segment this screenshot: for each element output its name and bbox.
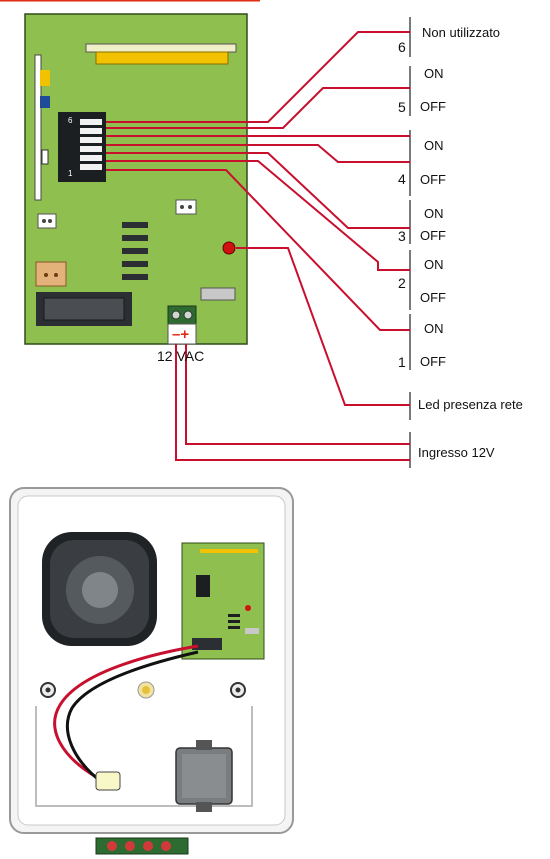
- switch-2-on: ON: [424, 257, 444, 272]
- dip-wires: [106, 31, 410, 331]
- switch-3-number: 3: [398, 228, 406, 244]
- terminal-strip: [95, 837, 189, 855]
- ic-chip: [122, 222, 148, 280]
- orange-connector: [35, 261, 67, 287]
- switch-1-off: OFF: [420, 354, 446, 369]
- switch-4-number: 4: [398, 171, 406, 187]
- device-wire-red: [53, 644, 199, 780]
- led-wire: [236, 247, 410, 406]
- switch-6-number: 6: [398, 39, 406, 55]
- dip-label-top: 6: [68, 116, 73, 125]
- wire-connector: [95, 771, 121, 791]
- switch-5-off: OFF: [420, 99, 446, 114]
- led-label: Led presenza rete: [418, 397, 523, 412]
- power-voltage-label: 12 VAC: [157, 348, 205, 364]
- switch-4-off: OFF: [420, 172, 446, 187]
- top-connector: [85, 43, 237, 53]
- speaker: [42, 532, 157, 646]
- switch-3-off: OFF: [420, 228, 446, 243]
- dip-switch-levers: [80, 119, 102, 170]
- edge-strip: [34, 54, 42, 201]
- buzzer: [175, 740, 233, 812]
- switch-1-number: 1: [398, 354, 406, 370]
- polarity-box: [167, 323, 197, 345]
- power-wire-a: [185, 344, 410, 445]
- small-resistor: [41, 149, 49, 165]
- led-indicator: [222, 241, 236, 255]
- polarity-label: –+: [172, 326, 189, 343]
- switch-5-on: ON: [424, 66, 444, 81]
- blue-component: [40, 96, 50, 108]
- yellow-connector: [95, 51, 229, 65]
- switch-2-off: OFF: [420, 290, 446, 305]
- switch-4-on: ON: [424, 138, 444, 153]
- mounting-screws: [40, 681, 246, 699]
- inner-board: [181, 542, 265, 660]
- grey-component: [200, 287, 236, 301]
- dip-label-bottom: 1: [68, 169, 73, 178]
- input-label: Ingresso 12V: [418, 445, 495, 460]
- switch-2-number: 2: [398, 275, 406, 291]
- power-wire-b: [175, 344, 410, 461]
- device-wire-black: [66, 650, 199, 786]
- jumper-left: [37, 213, 57, 229]
- yellow-component: [40, 70, 50, 86]
- switch-1-on: ON: [424, 321, 444, 336]
- battery-outline: [35, 706, 253, 807]
- switch-3-on: ON: [424, 206, 444, 221]
- switch-5-number: 5: [398, 99, 406, 115]
- jumper-right: [175, 199, 197, 215]
- switch-6-label: Non utilizzato: [422, 25, 501, 40]
